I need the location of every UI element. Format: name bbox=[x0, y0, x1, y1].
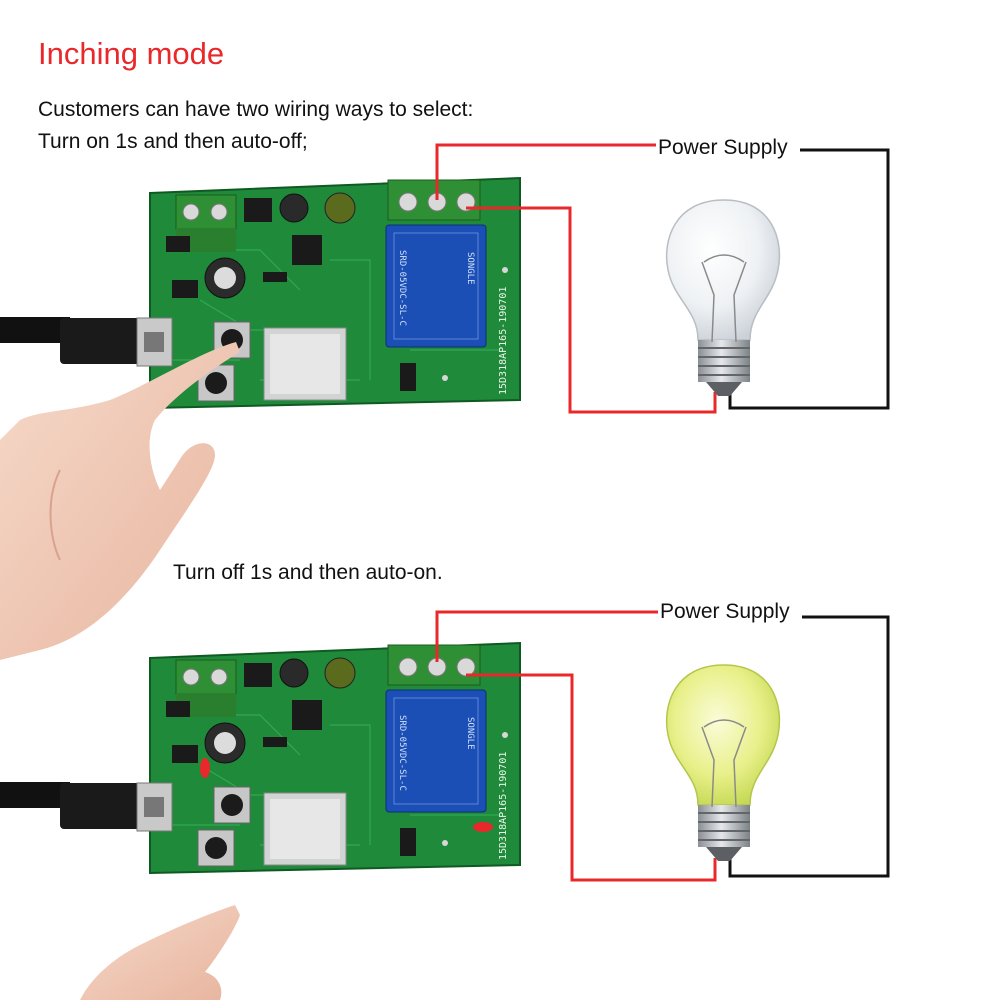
hand-pointer-icon bbox=[80, 905, 240, 1000]
usb-plug bbox=[60, 783, 140, 829]
relay-brand: SONGLE bbox=[465, 717, 475, 750]
relay-model: SRD-05VDC-SL-C bbox=[397, 715, 407, 791]
pcb-label: 15D318AP165-190701 bbox=[498, 287, 509, 395]
usb-plug bbox=[60, 318, 140, 364]
mode-2-description: Turn off 1s and then auto-on. bbox=[173, 561, 443, 584]
intro-line-1: Customers can have two wiring ways to se… bbox=[38, 98, 474, 121]
pcb-label: 15D318AP165-190701 bbox=[498, 752, 509, 860]
led-indicator bbox=[200, 758, 210, 778]
intro-line-2: Turn on 1s and then auto-off; bbox=[38, 130, 308, 153]
hand-pointer-icon bbox=[0, 342, 240, 660]
light-bulb-on bbox=[665, 664, 781, 862]
red-wire-bulb bbox=[466, 206, 717, 414]
relay-model: SRD-05VDC-SL-C bbox=[397, 250, 407, 326]
red-wire-supply bbox=[435, 143, 656, 200]
diagram-1: 15D318AP165-190701 SRD-05VDC-SL-C SONGLE bbox=[0, 143, 890, 660]
black-wire bbox=[728, 148, 890, 410]
relay-brand: SONGLE bbox=[465, 252, 475, 285]
power-supply-label: Power Supply bbox=[656, 136, 790, 160]
black-wire bbox=[728, 615, 890, 878]
light-bulb-off bbox=[665, 199, 781, 397]
relay-board bbox=[136, 642, 521, 874]
page-title: Inching mode bbox=[38, 36, 225, 71]
power-supply-label: Power Supply bbox=[658, 600, 792, 624]
diagram-2: 15D318AP165-190701 SRD-05VDC-SL-C SONGLE bbox=[0, 610, 890, 1000]
red-wire-bulb bbox=[466, 673, 717, 882]
led-indicator bbox=[473, 822, 493, 832]
red-wire-supply bbox=[435, 610, 658, 662]
